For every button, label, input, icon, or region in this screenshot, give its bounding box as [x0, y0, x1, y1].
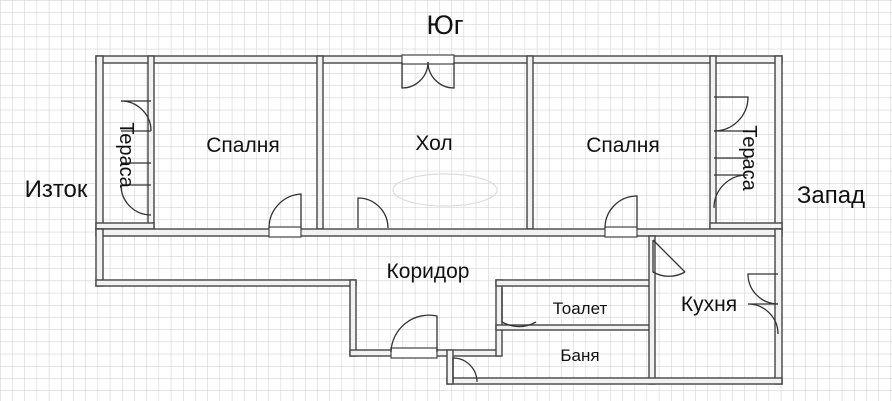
room-label-bedroom-right: Спалня: [586, 134, 659, 157]
door-terrace-left-top: [120, 100, 152, 132]
wall-kitchen-left: [648, 235, 656, 385]
wall-corridor-left: [95, 228, 104, 287]
outer-wall-right: [774, 55, 783, 230]
door-opening-bedroom-right: [604, 226, 638, 238]
wall-corridor-lower-left: [349, 279, 357, 357]
room-label-terrace-right: Тераса: [738, 125, 760, 191]
door-bedroom-left: [268, 193, 302, 229]
wall-toilet-top: [495, 279, 655, 287]
wall-terrace-left-bottom: [95, 222, 155, 230]
compass-south-label: Юг: [426, 10, 463, 40]
wall-terrace-left-partition: [147, 55, 155, 230]
wall-kitchen-right: [774, 228, 783, 385]
wall-corridor-toilet: [495, 279, 503, 357]
door-entrance: [390, 314, 438, 353]
wall-hall-bedroom: [526, 55, 534, 230]
wall-rooms-corridor: [95, 228, 783, 237]
door-opening-entrance: [390, 347, 438, 359]
door-toilet: [501, 288, 537, 328]
doors: [120, 54, 779, 383]
door-bedroom-right: [604, 195, 638, 229]
room-label-bedroom-left: Спалня: [206, 134, 279, 157]
room-label-corridor: Коридор: [387, 260, 470, 283]
watermark-logo: [392, 173, 498, 207]
wall-bottom: [446, 377, 783, 385]
door-terrace-left-mid: [121, 130, 151, 164]
room-label-terrace-left: Тераса: [115, 122, 137, 188]
door-opening-bedroom-left: [268, 226, 302, 238]
wall-terrace-right-bottom: [709, 222, 783, 230]
door-terrace-right-top: [713, 96, 749, 132]
room-label-kitchen: Кухня: [681, 293, 737, 316]
door-terrace-left-bottom: [120, 184, 152, 216]
room-label-toilet: Тоалет: [553, 299, 608, 318]
wall-toilet-bath: [495, 324, 655, 331]
wall-corridor-bottom-left: [95, 279, 357, 287]
door-kitchen-right-bottom: [747, 303, 779, 335]
door-hall-corridor: [357, 197, 389, 229]
room-label-hall: Хол: [415, 132, 452, 155]
wall-bedroom-hall: [316, 55, 324, 230]
door-terrace-right-mid: [714, 130, 748, 159]
outer-wall-left: [95, 55, 104, 230]
door-hall-right: [427, 61, 455, 89]
door-kitchen-corridor: [652, 239, 686, 277]
door-terrace-right-bottom: [713, 174, 749, 209]
compass-east-label: Изток: [25, 176, 88, 203]
compass-west-label: Запад: [797, 182, 865, 209]
room-label-bathroom: Баня: [560, 346, 599, 365]
door-hall-left: [401, 61, 429, 89]
wall-bath-left: [446, 349, 454, 385]
door-bathroom: [452, 357, 478, 383]
wall-terrace-right-partition: [709, 55, 717, 230]
